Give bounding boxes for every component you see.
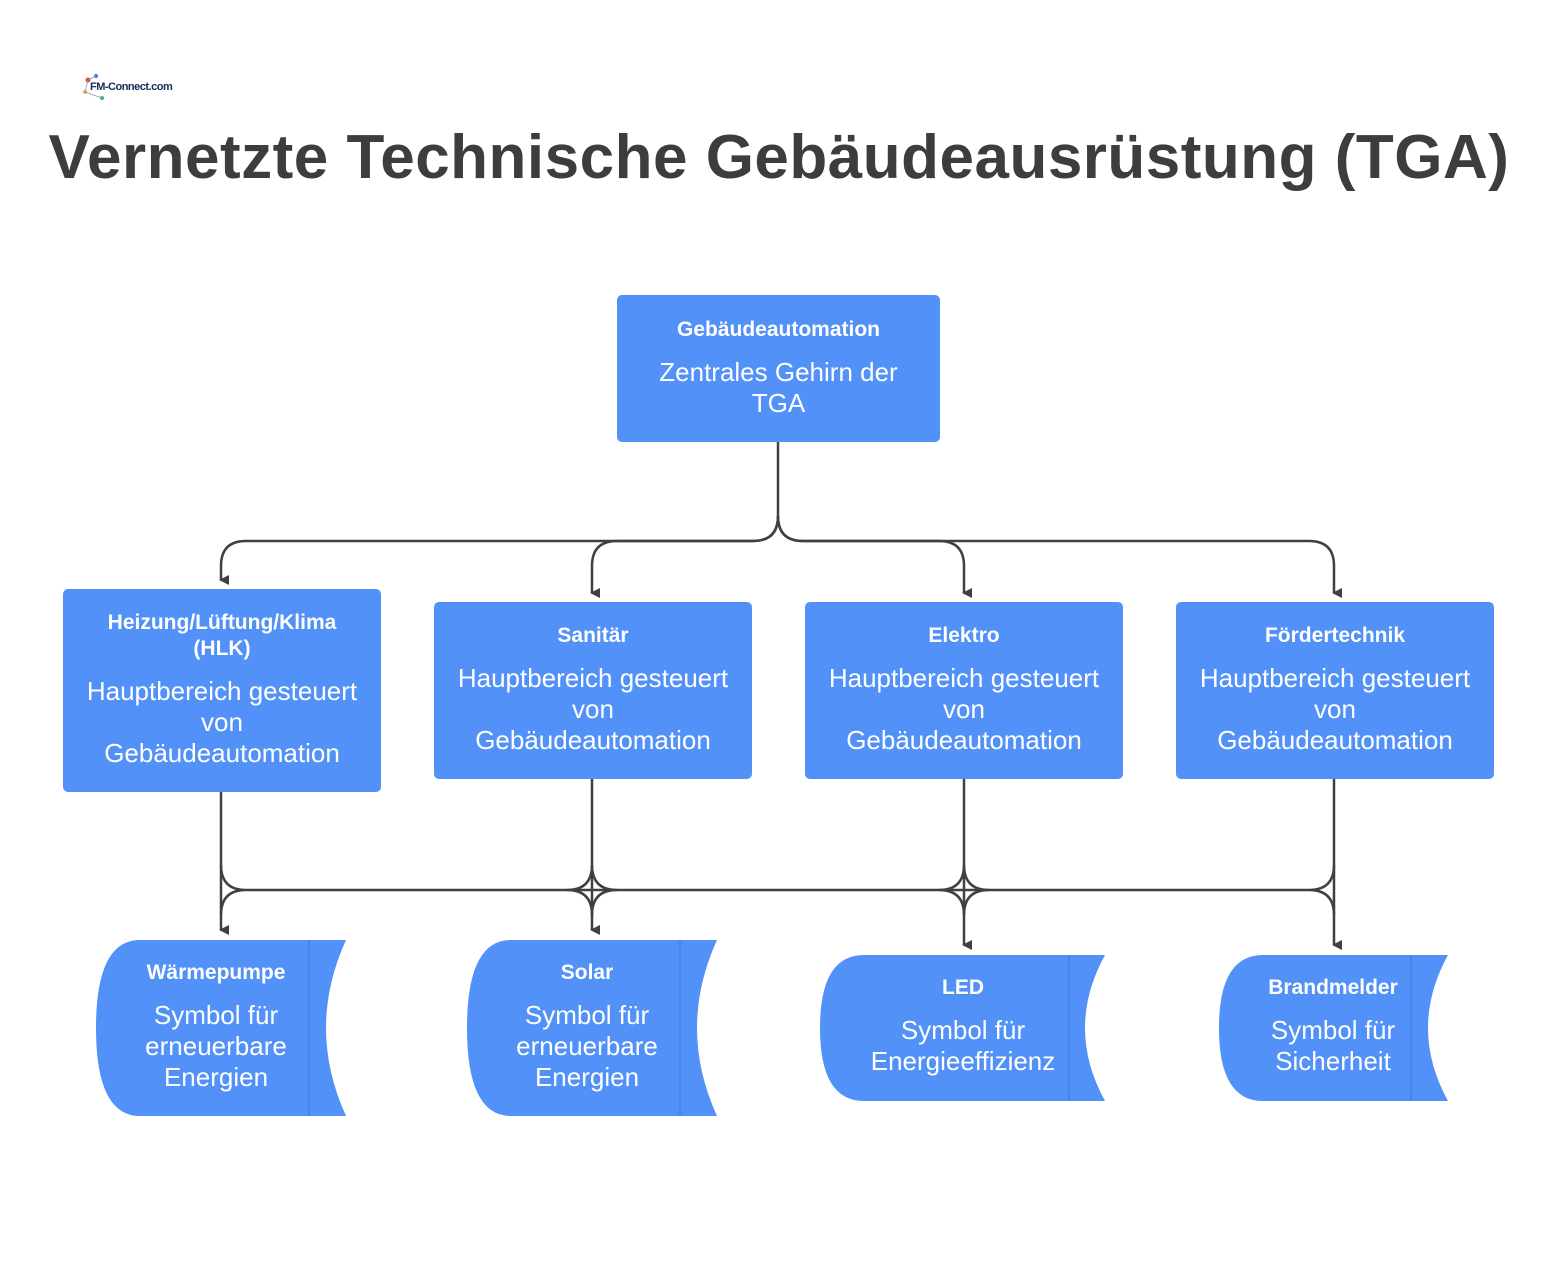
root-node: Gebäudeautomation Zentrales Gehirn der T… bbox=[617, 295, 940, 442]
symbol-node-title: Brandmelder bbox=[1268, 976, 1398, 999]
area-node-description: Hauptbereich gesteuert von Gebäudeautoma… bbox=[86, 676, 358, 768]
connector-curve bbox=[590, 864, 618, 916]
area-node-sanitaer: Sanitär Hauptbereich gesteuert von Gebäu… bbox=[434, 602, 752, 779]
connector-root-elektro bbox=[776, 515, 972, 598]
symbol-node-solar: Solar Symbol für erneuerbare Energien bbox=[487, 960, 687, 1093]
logo-text: FM-Connect.com bbox=[90, 81, 173, 93]
symbol-node-description: Symbol für Sicherheit bbox=[1270, 1015, 1396, 1076]
area-node-title: Heizung/Lüftung/Klima (HLK) bbox=[107, 611, 337, 660]
area-node-description: Hauptbereich gesteuert von Gebäudeautoma… bbox=[828, 663, 1100, 755]
symbol-node-led: LED Symbol für Energieeffizienz bbox=[840, 975, 1086, 1077]
logo-graphic bbox=[83, 74, 104, 100]
symbol-node-waermepumpe: Wärmepumpe Symbol für erneuerbare Energi… bbox=[116, 960, 316, 1093]
root-node-title: Gebäudeautomation bbox=[676, 318, 881, 341]
connector-curve bbox=[566, 864, 594, 916]
connector-root-sanitaer bbox=[590, 515, 780, 598]
area-node-title: Sanitär bbox=[557, 624, 629, 647]
symbol-node-description: Symbol für erneuerbare Energien bbox=[145, 1000, 287, 1092]
area-node-hlk: Heizung/Lüftung/Klima (HLK) Hauptbereich… bbox=[63, 589, 381, 792]
page-title: Vernetzte Technische Gebäudeausrüstung (… bbox=[48, 123, 1510, 192]
connector-curve bbox=[962, 864, 990, 916]
connector-root-hlk bbox=[219, 442, 780, 585]
symbol-node-title: Wärmepumpe bbox=[146, 961, 286, 984]
connector-curve bbox=[1308, 864, 1336, 916]
area-node-foerdertechnik: Fördertechnik Hauptbereich gesteuert von… bbox=[1176, 602, 1494, 779]
symbol-shape-led bbox=[820, 955, 1105, 1101]
symbol-node-title: LED bbox=[942, 976, 984, 999]
symbol-node-description: Symbol für Energieeffizienz bbox=[870, 1015, 1056, 1076]
connector-curve bbox=[938, 864, 966, 916]
area-node-title: Fördertechnik bbox=[1264, 624, 1406, 647]
symbol-node-title: Solar bbox=[560, 961, 614, 984]
logo: FM-Connect.com bbox=[80, 72, 173, 106]
area-node-description: Hauptbereich gesteuert von Gebäudeautoma… bbox=[457, 663, 729, 755]
symbol-node-description: Symbol für erneuerbare Energien bbox=[516, 1000, 658, 1092]
symbol-shape-solar bbox=[467, 940, 717, 1116]
area-node-elektro: Elektro Hauptbereich gesteuert von Gebäu… bbox=[805, 602, 1123, 779]
symbol-node-brandmelder: Brandmelder Symbol für Sicherheit bbox=[1238, 975, 1428, 1077]
symbol-shape-brandmelder bbox=[1219, 955, 1448, 1101]
area-node-description: Hauptbereich gesteuert von Gebäudeautoma… bbox=[1199, 663, 1471, 755]
connector-root-foerdertechnik bbox=[776, 515, 1342, 598]
symbol-shape-waermepumpe bbox=[96, 940, 346, 1116]
root-node-description: Zentrales Gehirn der TGA bbox=[659, 357, 898, 418]
area-node-title: Elektro bbox=[928, 624, 1000, 647]
connector-curve bbox=[219, 864, 247, 916]
